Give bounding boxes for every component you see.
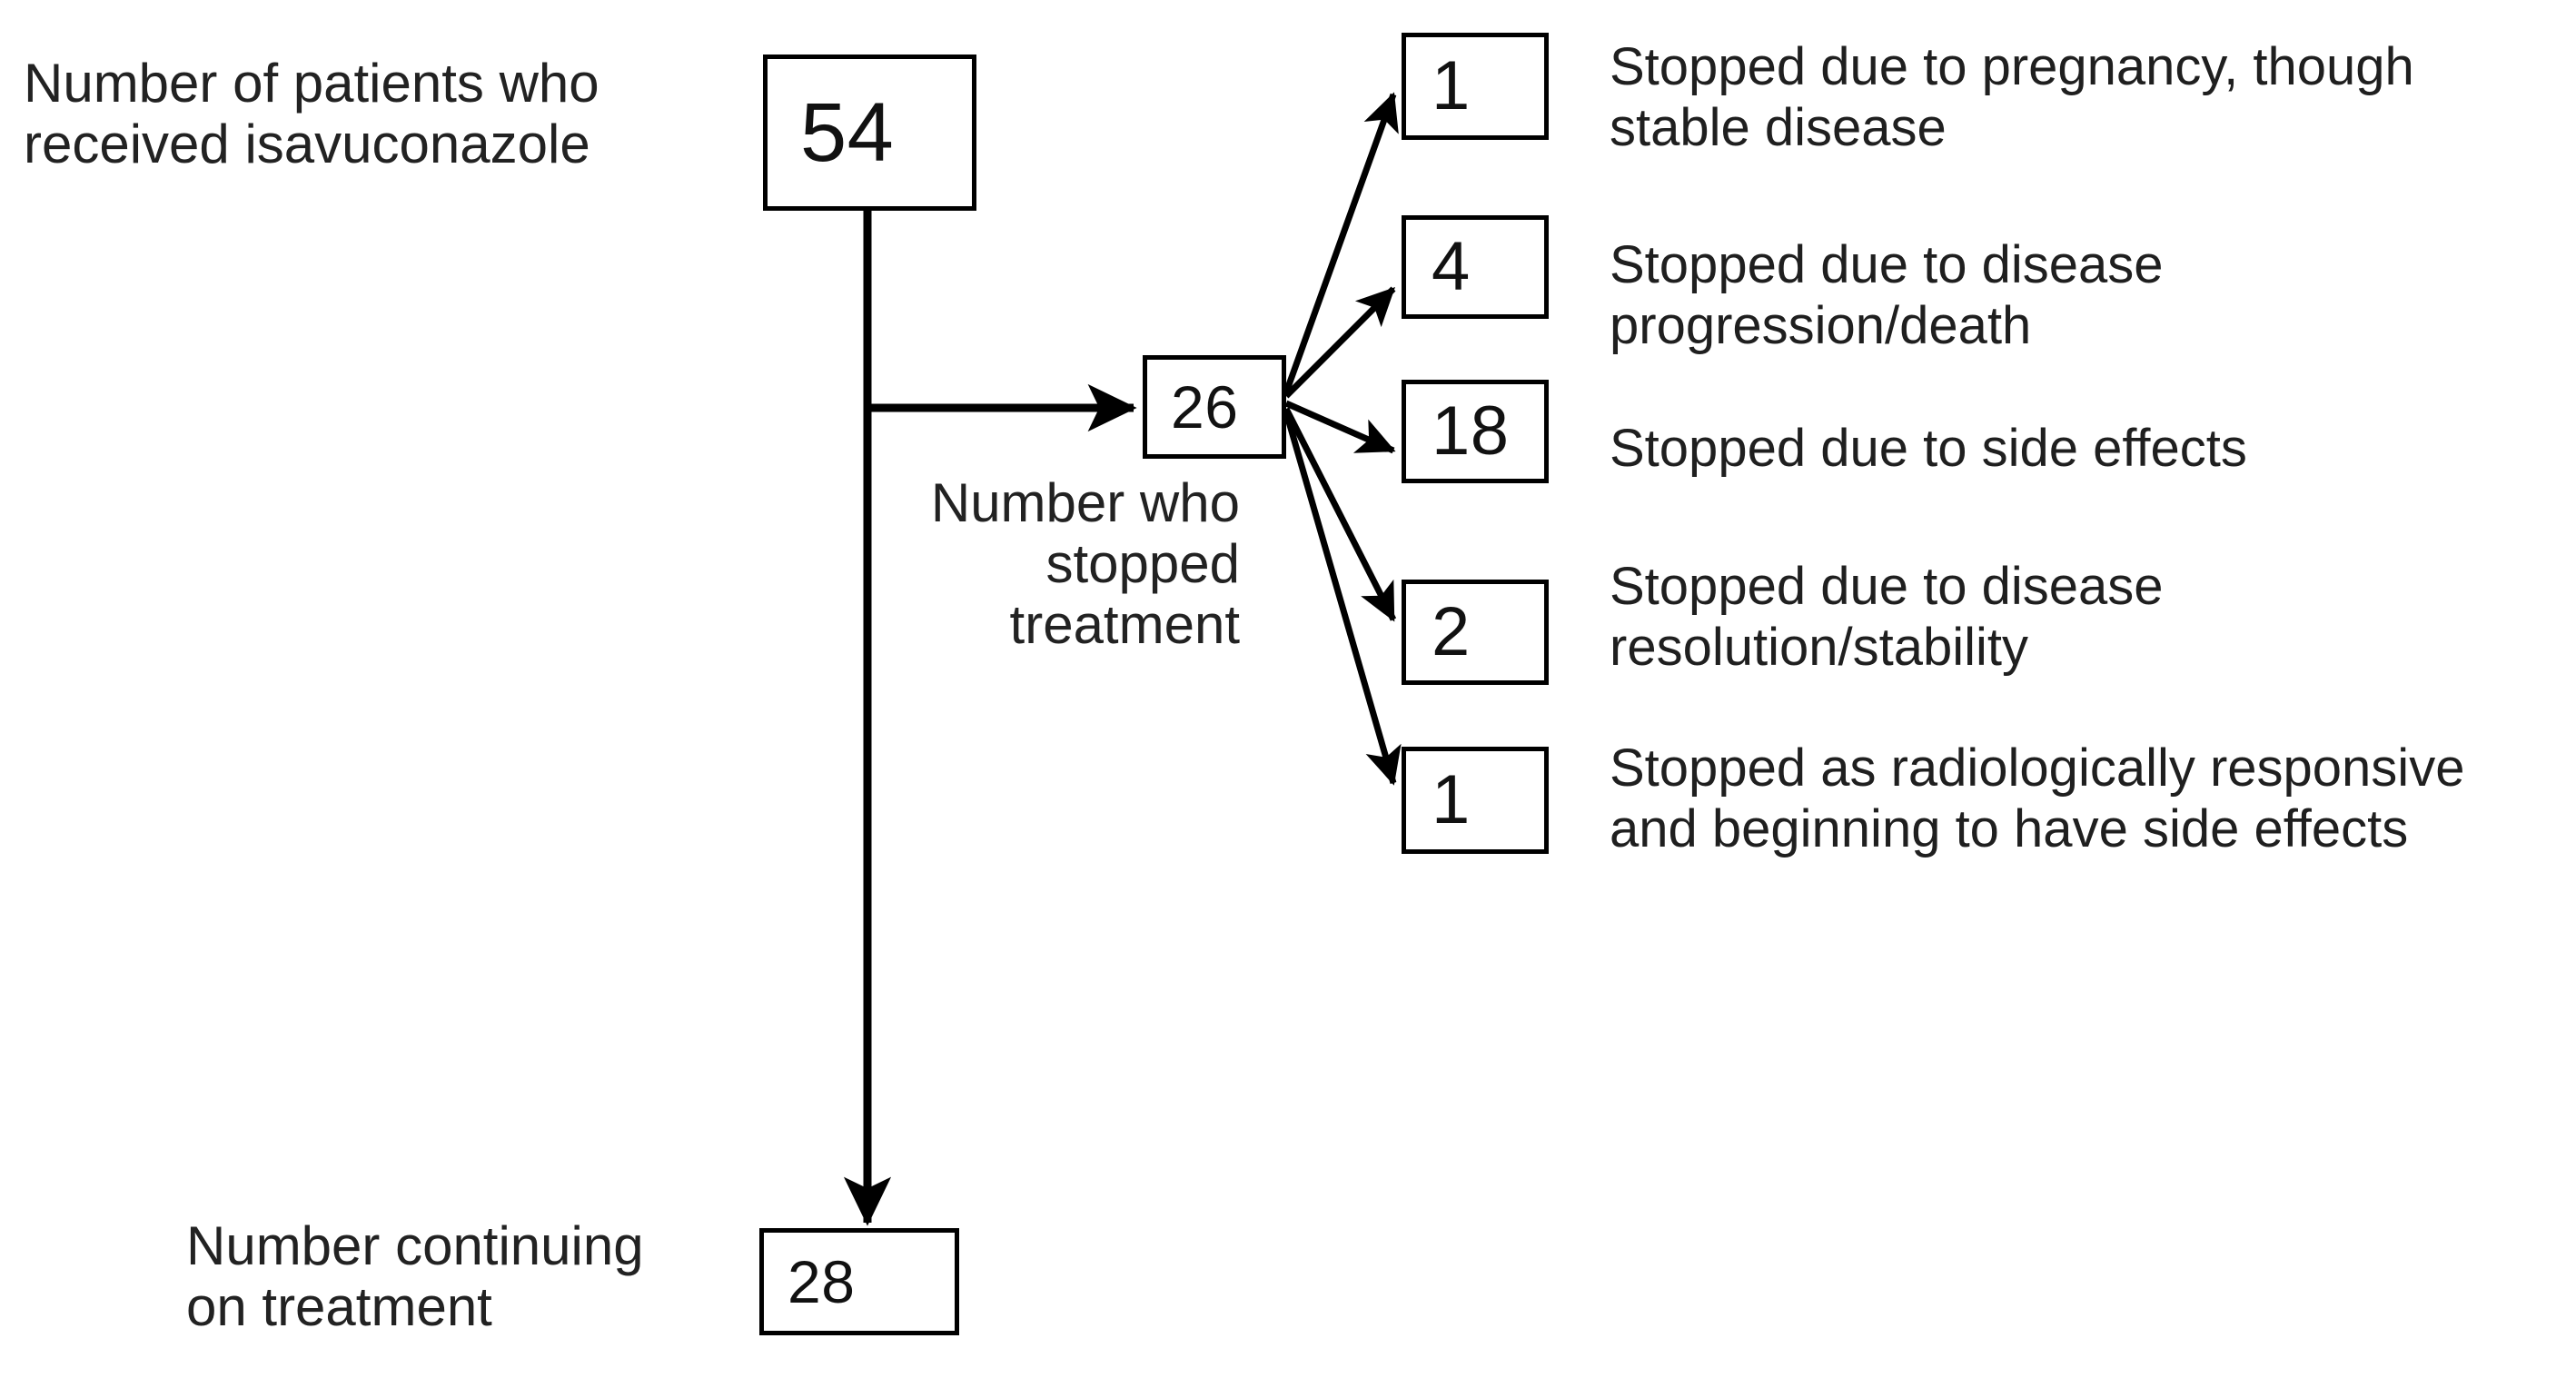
outcome-label-2: Stopped due to disease progression/death	[1610, 235, 2164, 356]
node-stopped-value: 26	[1171, 373, 1239, 441]
node-outcome-5-value: 1	[1432, 761, 1471, 838]
edge-stopped-to-outcome-5	[1283, 411, 1402, 786]
outcome-label-1: Stopped due to pregnancy, though stable …	[1610, 37, 2414, 158]
node-stopped[interactable]: 26	[1143, 355, 1286, 459]
edge-stopped-to-outcome-4	[1283, 407, 1397, 622]
node-outcome-1-value: 1	[1432, 47, 1471, 124]
node-outcome-2-value: 4	[1432, 228, 1471, 305]
node-outcome-1[interactable]: 1	[1402, 33, 1549, 140]
total-caption: Number of patients who received isavucon…	[24, 53, 599, 175]
continuing-caption: Number continuing on treatment	[186, 1215, 644, 1338]
node-continuing-value: 28	[788, 1248, 856, 1315]
node-outcome-4[interactable]: 2	[1402, 580, 1549, 685]
node-outcome-3[interactable]: 18	[1402, 380, 1549, 483]
outcome-label-3: Stopped due to side effects	[1610, 419, 2247, 478]
node-outcome-3-value: 18	[1432, 392, 1510, 470]
stopped-caption: Number who stopped treatment	[930, 472, 1240, 656]
edge-stopped-to-outcome-3	[1284, 400, 1396, 454]
edge-stopped-to-outcome-1	[1283, 92, 1399, 394]
node-outcome-5[interactable]: 1	[1402, 747, 1549, 854]
node-total-value: 54	[800, 86, 895, 179]
node-outcome-2[interactable]: 4	[1402, 215, 1549, 319]
edge-stopped-to-outcome-2	[1283, 286, 1396, 399]
outcome-label-5: Stopped as radiologically responsive and…	[1610, 739, 2465, 859]
node-total[interactable]: 54	[763, 55, 976, 211]
node-outcome-4-value: 2	[1432, 593, 1471, 670]
outcome-label-4: Stopped due to disease resolution/stabil…	[1610, 557, 2164, 678]
node-continuing[interactable]: 28	[759, 1228, 959, 1335]
